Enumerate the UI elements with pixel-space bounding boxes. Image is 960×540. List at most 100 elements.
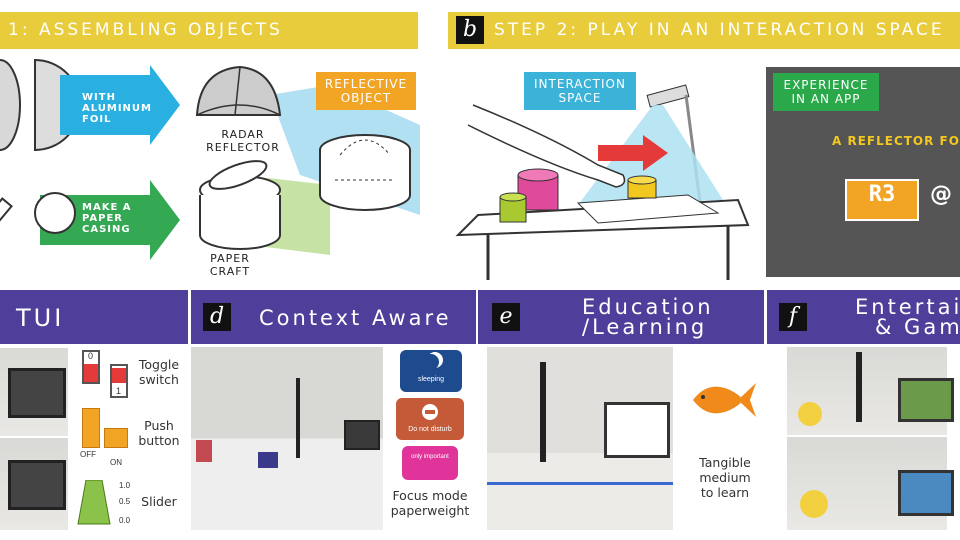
step1-title: 1: ASSEMBLING OBJECTS [8,20,283,40]
arrow-green [40,180,180,260]
at-sign: @ [930,182,952,207]
paper-craft-lid [208,160,268,190]
space-tag-line2: SPACE [558,91,602,105]
no-entry-icon [422,404,438,420]
context-red-object [196,440,212,462]
lamp-head [646,84,690,108]
panel-b-letter: b [456,16,484,44]
learn-caption-line3: to learn [700,485,750,500]
focus-caption-line1: Focus mode [392,488,468,503]
app-tag-line1: EXPERIENCE [783,78,869,92]
panel-c-title: TUI [16,304,65,332]
context-laptop [344,420,380,450]
toggle-off-icon [82,350,100,384]
focus-caption-line2: paperweight [390,503,470,518]
context-lamp-pole [296,378,300,458]
radar-label-line1: RADAR [221,128,265,141]
panel-e-letter: e [492,303,520,331]
step2-title: STEP 2: PLAY IN AN INTERACTION SPACE [494,20,945,40]
arrow-blue [60,65,180,145]
paper-label-line2: CRAFT [209,265,251,278]
toggle-label-line1: Toggle [138,357,180,372]
panel-d-header: d Context Aware [191,290,476,344]
slider-tick-1: 1.0 [119,481,131,490]
panel-e-title-1: Education [582,295,714,319]
push-button-off-icon [82,408,100,448]
space-tag-line1: INTERACTION [534,77,626,91]
toggle-off-label: 0 [88,351,94,361]
panel-d-title: Context Aware [259,306,452,330]
arrow-bottom-line1: MAKE A [82,202,132,213]
radar-label-line2: REFLECTOR [206,141,280,154]
half-disc-left [0,59,21,151]
focus-caption: Focus mode paperweight [384,488,476,518]
duck-top [798,402,822,426]
education-blue-line [487,482,673,485]
toggle-on-icon [110,364,128,398]
learn-caption-line2: medium [699,470,751,485]
assembly-illustration [0,58,420,269]
arrow-top-line1: WITH [82,92,116,103]
badge-sleeping-label: sleeping [417,376,445,383]
arrow-top-line2: ALUMINUM [82,103,152,114]
panel-e-title-2: /Learning [582,315,708,339]
learn-caption-line1: Tangible [699,455,751,470]
panel-e-header: e Education /Learning [478,290,764,344]
paper-strip [0,197,13,269]
education-laptop [604,402,670,458]
app-tag-line2: IN AN APP [791,92,861,106]
goldfish-icon [693,383,756,417]
paper-label-line1: PAPER [210,252,250,265]
app-tag: EXPERIENCE IN AN APP [773,73,879,111]
radar-label: RADAR REFLECTOR [183,128,303,154]
game-laptop-top [898,378,954,422]
badge-important-label: only important [411,454,449,460]
arrow-bottom-line3: CASING [82,224,131,235]
toggle-on-label: 1 [116,386,122,396]
reflective-tag-line1: REFLECTIVE [324,77,408,91]
slider-icon [77,480,111,525]
step1-banner: 1: ASSEMBLING OBJECTS [0,12,418,49]
toggle-label: Toggle switch [134,357,184,387]
slider-label: Slider [141,494,177,509]
found-text: A REFLECTOR FOU [832,134,960,148]
context-blue-object [258,452,278,468]
interaction-space-tag: INTERACTION SPACE [524,72,636,110]
education-lamp-pole [540,362,546,462]
radar-dome [195,65,282,116]
panel-f-letter: f [779,303,807,331]
push-on-label: ON [110,458,122,467]
reflective-tag-line2: OBJECT [340,91,392,105]
push-label-line1: Push [144,418,174,433]
step2-banner: b STEP 2: PLAY IN AN INTERACTION SPACE [448,12,960,49]
panel-f-header: f Entertain & Gami [767,290,960,344]
toggle-label-line2: switch [139,372,179,387]
arrow-bottom-text: MAKE A PAPER CASING [82,202,132,235]
duck-bottom [800,490,828,518]
tui-laptop-top [8,368,66,418]
panel-d-letter: d [203,303,231,331]
tui-laptop-bottom [8,460,66,510]
hand [467,104,626,188]
r3-box [845,179,919,221]
reflective-tag: REFLECTIVE OBJECT [316,72,416,110]
interaction-illustration [455,67,960,280]
game-laptop-bottom [898,470,954,516]
paper-circle [34,192,76,234]
push-label: Push button [134,418,184,448]
badge-dnd-label: Do not disturb [408,426,452,433]
panel-f-title-1: Entertain [855,295,960,319]
badge-only-important: only important [402,446,458,480]
push-button-on-icon [104,428,128,448]
panel-f-title-2: & Gami [875,315,960,339]
slider-tick-2: 0.5 [119,497,131,506]
moon-icon [423,354,439,370]
badge-sleeping: sleeping [400,350,462,392]
push-label-line2: button [138,433,180,448]
arrow-bottom-line2: PAPER [82,213,124,224]
paper-label: PAPER CRAFT [190,252,270,278]
arrow-top-line3: FOIL [82,114,112,125]
arrow-top-text: WITH ALUMINUM FOIL [82,92,152,125]
red-arrow [598,135,668,171]
learn-caption: Tangible medium to learn [684,455,766,500]
